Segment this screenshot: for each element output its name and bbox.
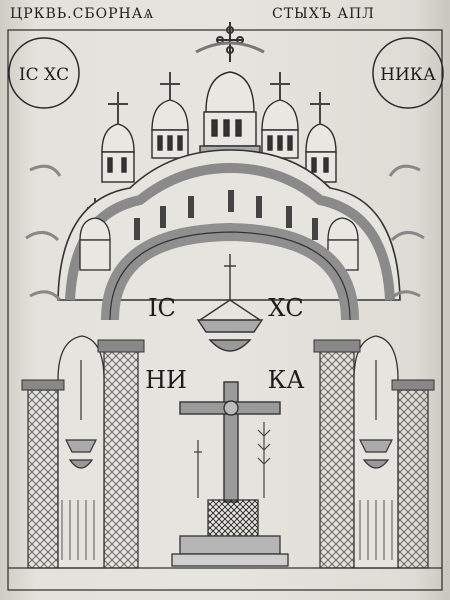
- side-arch-fringe: [61, 500, 393, 560]
- altar-cross-icon: [179, 381, 281, 503]
- medallion-left: [8, 37, 80, 109]
- medallion-right: [372, 37, 444, 109]
- header-title-right: СТЫХЪ АПЛ: [272, 6, 375, 22]
- top-ornament: [195, 41, 265, 54]
- column-right-inner: [319, 349, 355, 569]
- column-left-outer: [27, 389, 59, 569]
- side-cupolas: [79, 217, 359, 271]
- column-left-inner: [103, 349, 139, 569]
- page-frame: [7, 29, 443, 591]
- medallion-right-text: НИКА: [380, 65, 436, 85]
- inscription-ka: КА: [268, 366, 305, 394]
- side-ornaments: [25, 164, 425, 302]
- central-arch-outline: [109, 231, 351, 321]
- medallion-left-text: IC ХС: [19, 65, 69, 85]
- top-cross-icon: [216, 22, 244, 62]
- inscription-ic: IC: [148, 294, 176, 322]
- column-right-outer: [397, 389, 429, 569]
- chandelier-icon: [196, 254, 264, 352]
- roof-windows: [134, 190, 318, 240]
- column-capitals: [21, 339, 435, 391]
- altar-staff-left-icon: [194, 440, 202, 498]
- inscription-xc: ХС: [268, 294, 303, 322]
- inscription-ni: НИ: [145, 366, 187, 394]
- side-chandeliers-icon: [65, 360, 393, 469]
- altar-table: [171, 499, 289, 567]
- altar-branch-right-icon: [257, 422, 271, 498]
- header-title-left: ЦРКВЬ.СБОРНАѦ: [10, 6, 155, 22]
